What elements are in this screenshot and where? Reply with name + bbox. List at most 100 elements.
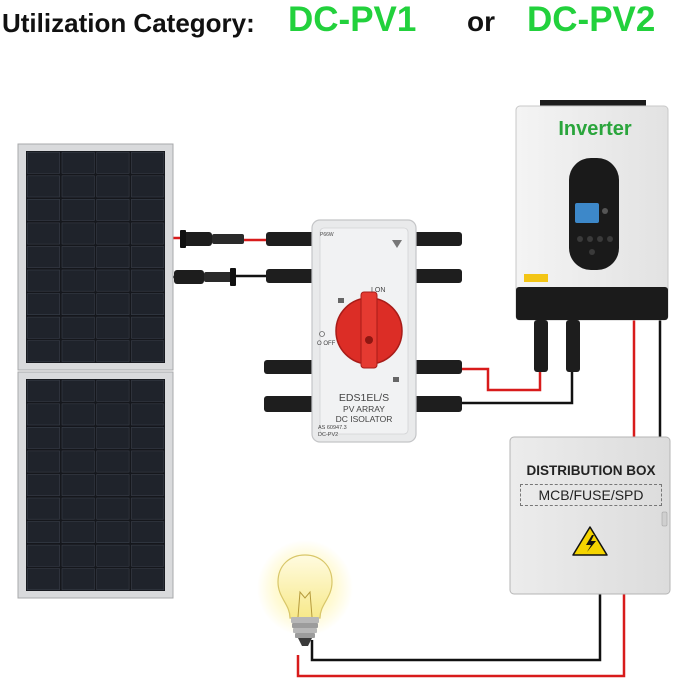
mc4-connector-icon bbox=[174, 230, 244, 286]
solar-cell bbox=[61, 521, 95, 544]
solar-cell bbox=[96, 222, 130, 245]
solar-cell bbox=[26, 521, 60, 544]
solar-cell bbox=[131, 269, 165, 292]
page-heading: Utilization Category: DC-PV1 or DC-PV2 bbox=[0, 0, 679, 46]
solar-cell bbox=[61, 403, 95, 426]
inverter bbox=[515, 100, 669, 372]
solar-cell bbox=[26, 474, 60, 496]
solar-cell bbox=[131, 246, 165, 268]
category-option-1: DC-PV1 bbox=[288, 0, 417, 39]
solar-cell bbox=[26, 246, 60, 268]
solar-cell bbox=[96, 316, 130, 339]
solar-cell bbox=[131, 450, 165, 473]
isolator-off-label: O OFF bbox=[317, 341, 336, 347]
heading-connector: or bbox=[467, 6, 495, 37]
solar-cell bbox=[26, 568, 60, 591]
distribution-box bbox=[509, 436, 671, 595]
solar-cell bbox=[131, 151, 165, 174]
warning-triangle-icon bbox=[572, 526, 608, 556]
solar-cell bbox=[26, 175, 60, 198]
solar-cell bbox=[26, 199, 60, 221]
solar-cell bbox=[61, 151, 95, 174]
solar-cell bbox=[96, 151, 130, 174]
solar-cell bbox=[26, 497, 60, 520]
solar-cell bbox=[96, 474, 130, 496]
dc-isolator bbox=[264, 219, 462, 443]
solar-cell bbox=[131, 199, 165, 221]
solar-cell bbox=[96, 175, 130, 198]
utilization-category-label: Utilization Category: bbox=[2, 8, 255, 38]
solar-cell bbox=[131, 175, 165, 198]
distribution-box-subtitle: MCB/FUSE/SPD bbox=[520, 484, 662, 506]
solar-cell bbox=[96, 199, 130, 221]
solar-cell bbox=[26, 340, 60, 363]
solar-cell bbox=[26, 544, 60, 567]
isolator-standard: AS 60947.3 bbox=[318, 425, 347, 431]
solar-cell bbox=[96, 340, 130, 363]
solar-cell bbox=[96, 426, 130, 449]
inverter-title: Inverter bbox=[558, 118, 632, 140]
solar-cell bbox=[96, 293, 130, 316]
solar-cell bbox=[96, 269, 130, 292]
solar-cell bbox=[96, 521, 130, 544]
solar-cell bbox=[131, 521, 165, 544]
solar-cell bbox=[26, 426, 60, 449]
solar-cell bbox=[61, 222, 95, 245]
solar-cell bbox=[131, 497, 165, 520]
solar-cell bbox=[96, 544, 130, 567]
solar-cell bbox=[131, 316, 165, 339]
isolator-line-1: PV ARRAY bbox=[343, 404, 385, 414]
solar-cell bbox=[61, 497, 95, 520]
isolator-rating: P66W bbox=[320, 232, 334, 238]
solar-cell bbox=[26, 151, 60, 174]
wires bbox=[171, 236, 662, 678]
solar-cell bbox=[26, 222, 60, 245]
solar-cell bbox=[96, 403, 130, 426]
solar-cell bbox=[131, 403, 165, 426]
solar-cell bbox=[61, 199, 95, 221]
solar-cell bbox=[61, 340, 95, 363]
wire-iso-inv-positive bbox=[460, 367, 542, 392]
distribution-box-title: DISTRIBUTION BOX bbox=[526, 463, 656, 478]
solar-cell bbox=[61, 269, 95, 292]
solar-cell bbox=[61, 293, 95, 316]
category-option-2: DC-PV2 bbox=[527, 0, 656, 39]
solar-cell bbox=[61, 426, 95, 449]
solar-cell bbox=[61, 474, 95, 496]
isolator-category: DC-PV2 bbox=[318, 432, 339, 438]
solar-cell bbox=[26, 379, 60, 402]
solar-cell bbox=[61, 246, 95, 268]
solar-cell bbox=[26, 293, 60, 316]
solar-cell bbox=[96, 450, 130, 473]
solar-cell bbox=[96, 246, 130, 268]
solar-cell bbox=[131, 568, 165, 591]
solar-cell bbox=[96, 568, 130, 591]
solar-cells bbox=[26, 151, 165, 591]
wire-db-bulb-red bbox=[296, 594, 626, 678]
solar-cell bbox=[26, 269, 60, 292]
solar-cell bbox=[61, 175, 95, 198]
solar-cell bbox=[131, 293, 165, 316]
solar-cell bbox=[26, 316, 60, 339]
solar-cell bbox=[131, 426, 165, 449]
solar-cell bbox=[26, 403, 60, 426]
solar-cell bbox=[131, 340, 165, 363]
solar-cell bbox=[61, 568, 95, 591]
solar-cell bbox=[61, 316, 95, 339]
solar-cell bbox=[61, 379, 95, 402]
solar-cell bbox=[96, 497, 130, 520]
wire-db-bulb-black bbox=[310, 594, 602, 662]
solar-cell bbox=[131, 474, 165, 496]
isolator-line-2: DC ISOLATOR bbox=[335, 414, 393, 424]
solar-cell bbox=[96, 379, 130, 402]
wire-iso-inv-negative bbox=[460, 372, 574, 405]
solar-cell bbox=[61, 450, 95, 473]
solar-cell bbox=[131, 379, 165, 402]
solar-cell bbox=[61, 544, 95, 567]
isolator-on-label: I ON bbox=[371, 287, 386, 294]
isolator-model: EDS1EL/S bbox=[338, 392, 390, 404]
solar-cell bbox=[131, 222, 165, 245]
solar-cell bbox=[26, 450, 60, 473]
solar-cell bbox=[131, 544, 165, 567]
